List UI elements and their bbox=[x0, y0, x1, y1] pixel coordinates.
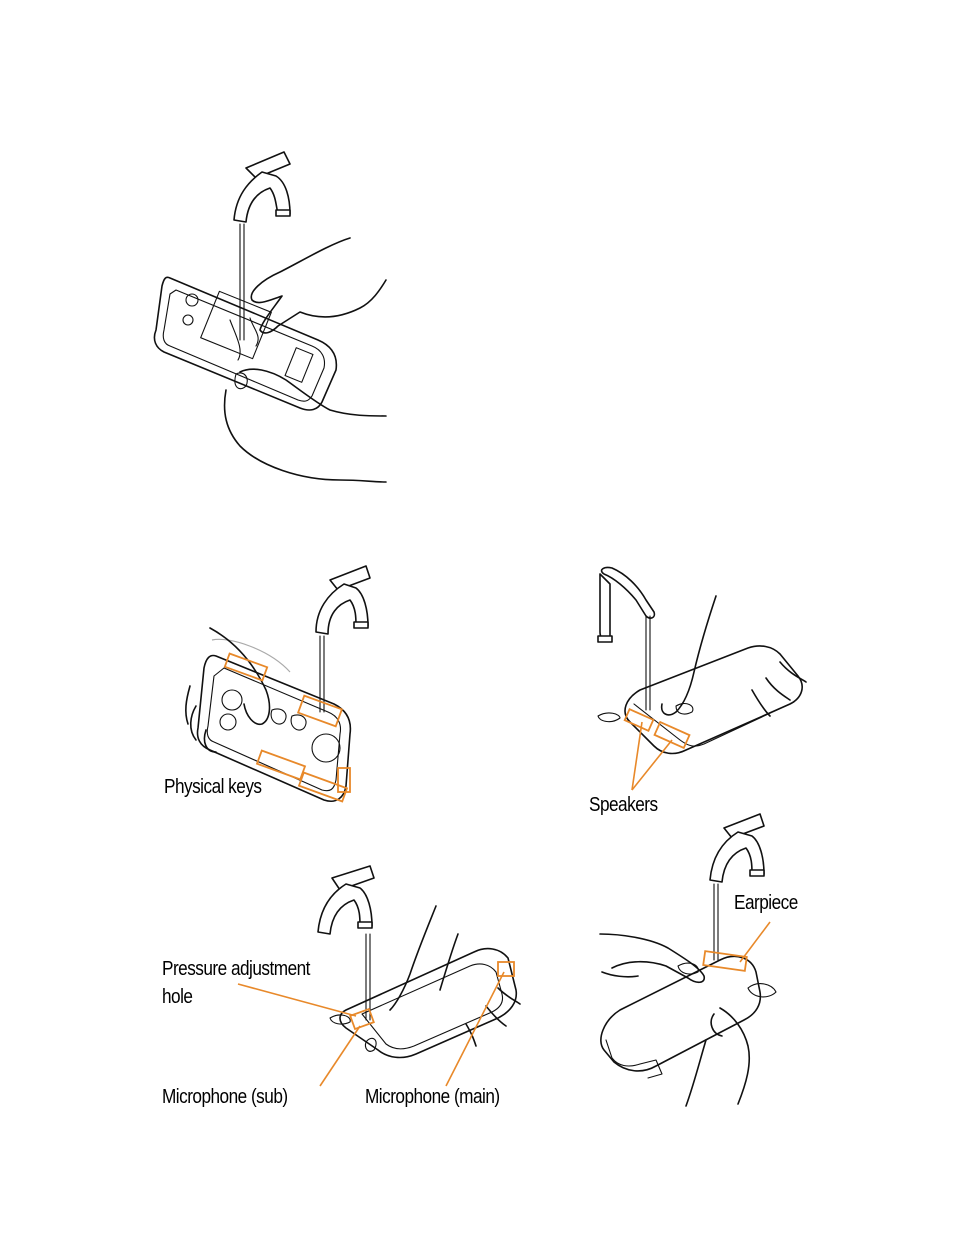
physical-keys-label: Physical keys bbox=[164, 776, 262, 798]
faucet-icon bbox=[233, 151, 291, 223]
bottom-ports-highlight bbox=[349, 961, 515, 1031]
microphone-main-label: Microphone (main) bbox=[365, 1086, 500, 1108]
pressure-hole-label-line2: hole bbox=[162, 986, 193, 1008]
physical-keys-highlight bbox=[223, 652, 351, 803]
figure-rinse-bottom bbox=[237, 865, 521, 1087]
figure-rinse-earpiece bbox=[599, 813, 777, 1107]
phone-back-view bbox=[153, 276, 338, 411]
speakers-highlight bbox=[623, 708, 691, 750]
figure-rinse-speakers bbox=[597, 566, 807, 791]
faucet-icon bbox=[317, 865, 375, 935]
earpiece-highlight bbox=[702, 950, 748, 972]
faucet-icon bbox=[597, 566, 656, 643]
faucet-icon bbox=[315, 565, 371, 635]
faucet-icon bbox=[709, 813, 765, 883]
figure-rinse-physical-keys bbox=[185, 565, 371, 803]
hand-icon bbox=[223, 237, 387, 483]
figure-rinse-back-cover bbox=[153, 151, 387, 483]
speakers-label: Speakers bbox=[589, 794, 658, 816]
earpiece-label: Earpiece bbox=[734, 892, 798, 914]
pressure-hole-label-line1: Pressure adjustment bbox=[162, 958, 310, 980]
microphone-sub-label: Microphone (sub) bbox=[162, 1086, 288, 1108]
